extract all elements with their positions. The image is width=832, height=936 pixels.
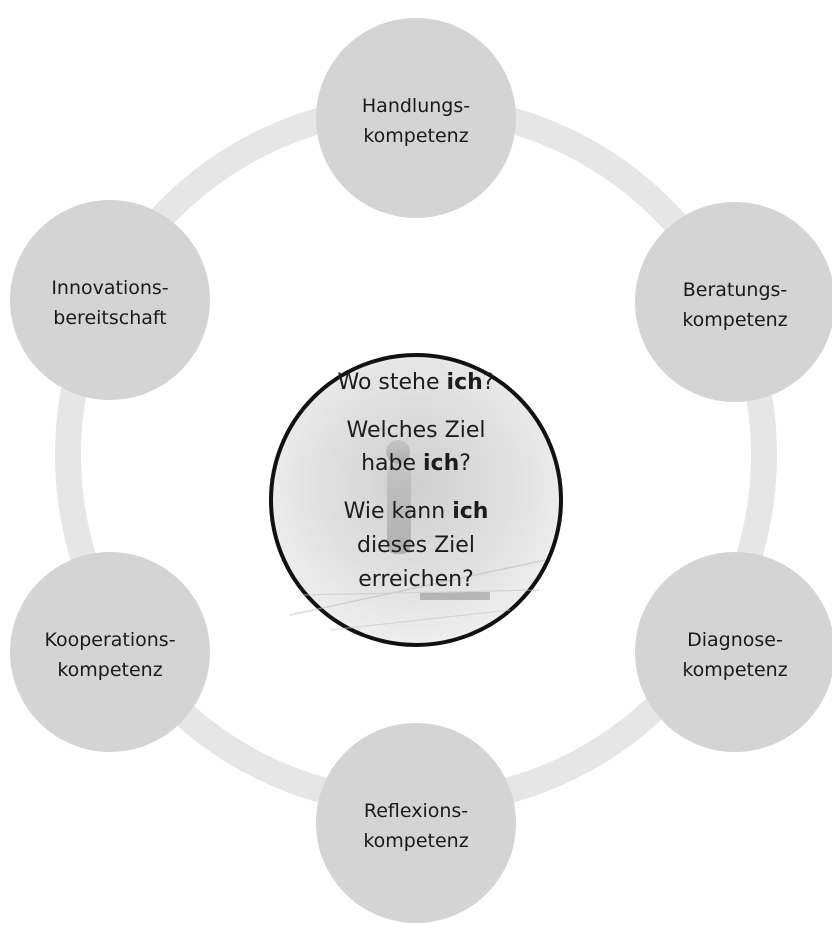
node-label-line: Diagnose- [687,629,783,651]
node-beratungskompetenz: Beratungs- kompetenz [635,202,832,402]
node-label-line: kompetenz [57,659,162,681]
node-label-line: kompetenz [682,659,787,681]
question-how-line1: Wie kann ich [344,499,489,524]
node-diagnosekompetenz: Diagnose- kompetenz [635,552,832,752]
node-label-line: bereitschaft [53,307,166,329]
node-reflexionskompetenz: Reflexions- kompetenz [316,723,516,923]
node-label-line: kompetenz [682,309,787,331]
question-how-line3: erreichen? [358,567,474,592]
node-handlungskompetenz: Handlungs- kompetenz [316,18,516,218]
node-label-line: kompetenz [363,125,468,147]
node-label-line: Reflexions- [364,800,468,822]
question-how-line2: dieses Ziel [357,533,475,558]
node-label-line: kompetenz [363,830,468,852]
node-innovationsbereitschaft: Innovations- bereitschaft [10,200,210,400]
node-kooperationskompetenz: Kooperations- kompetenz [10,552,210,752]
node-label-line: Kooperations- [44,629,175,651]
node-label-line: Handlungs- [362,95,470,117]
node-label-line: Beratungs- [683,279,788,301]
question-goal-line2: habe ich? [361,451,471,476]
center-question-circle: Wo stehe ich? Welches Ziel habe ich? Wie… [269,353,563,647]
background-figure [289,440,546,631]
node-label-line: Innovations- [51,277,168,299]
question-where: Wo stehe ich? [338,370,495,395]
question-goal-line1: Welches Ziel [347,418,486,443]
